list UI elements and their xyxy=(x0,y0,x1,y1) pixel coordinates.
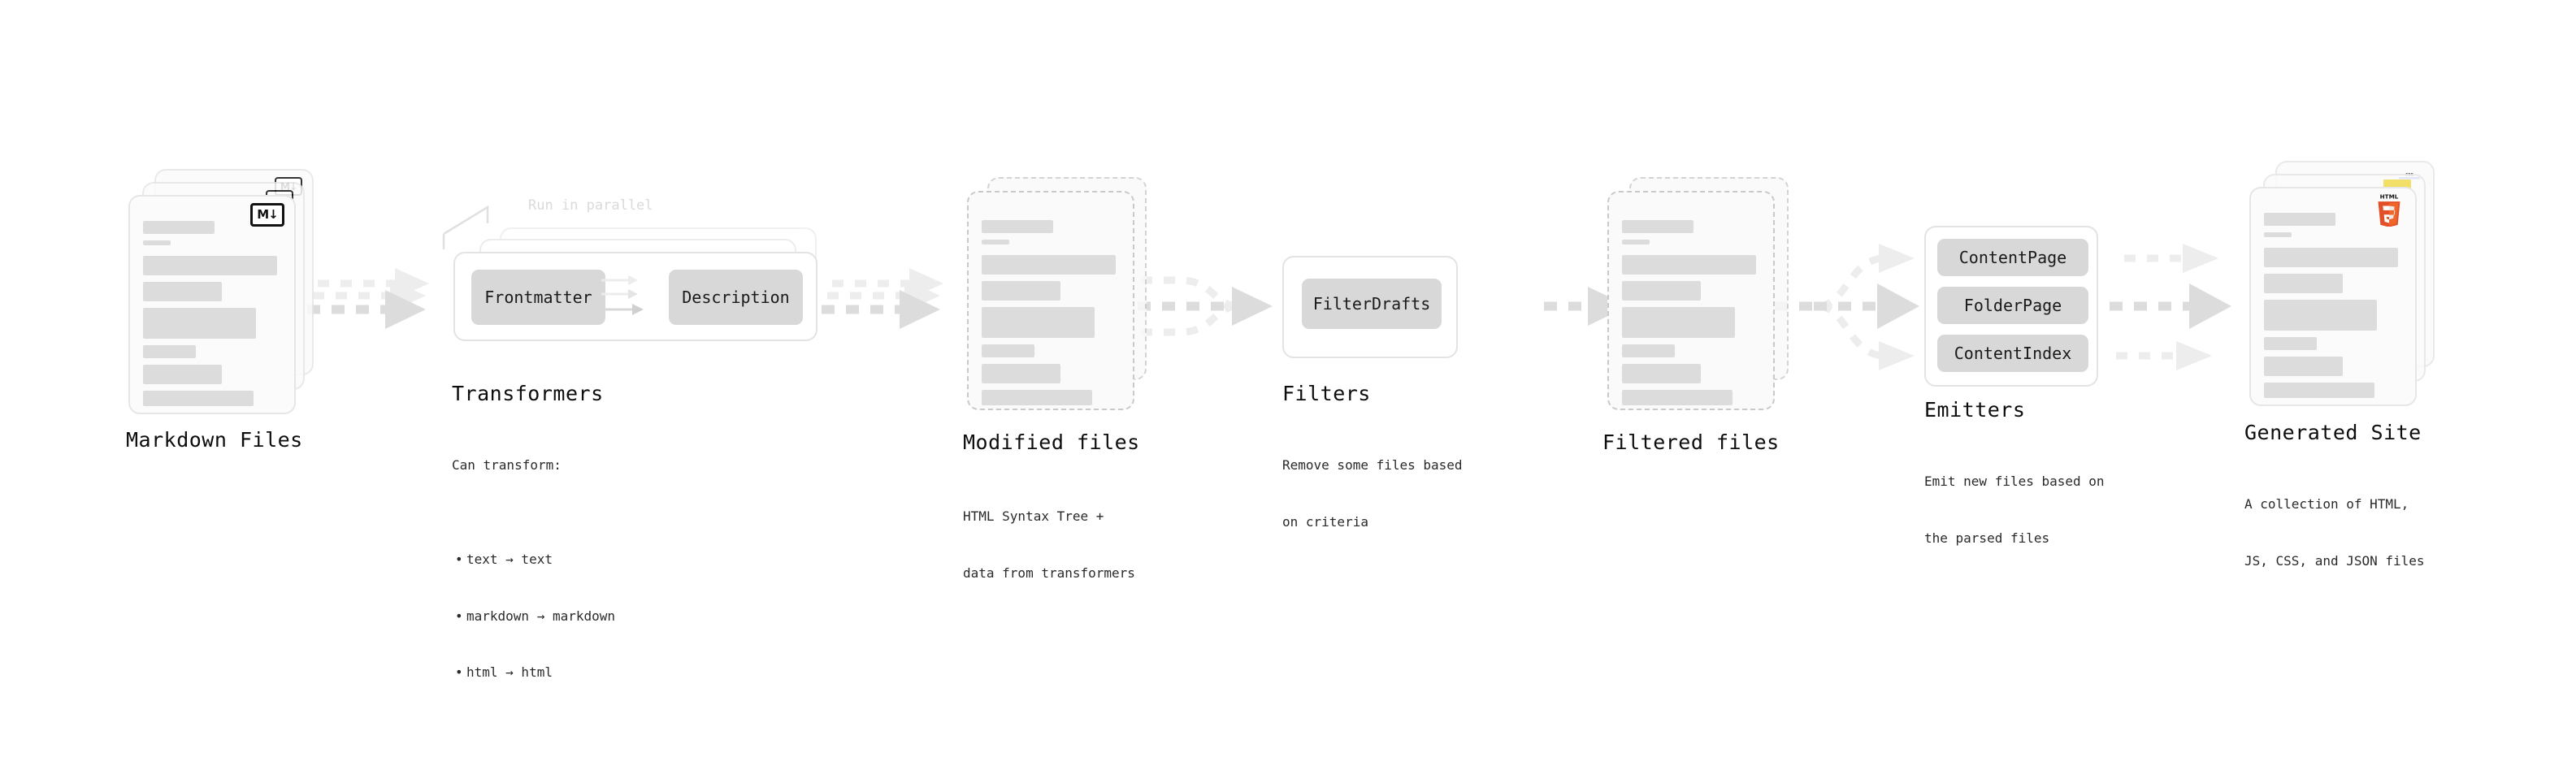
placeholder-title xyxy=(982,220,1054,233)
filtered-card-front[interactable] xyxy=(1607,191,1775,410)
stage-subtitle-filters: Remove some files based on criteria xyxy=(1282,418,1463,569)
subtitle-line: on criteria xyxy=(1282,513,1368,530)
placeholder-line xyxy=(2264,383,2374,398)
placeholder-line xyxy=(143,308,257,339)
filters-box[interactable]: FilterDrafts xyxy=(1282,256,1458,358)
modified-card-content xyxy=(982,220,1120,412)
placeholder-line xyxy=(143,365,222,384)
placeholder-subtitle xyxy=(982,240,1009,244)
site-card-front[interactable]: HTML xyxy=(2249,187,2417,406)
placeholder-line xyxy=(982,344,1034,357)
markdown-card-content xyxy=(143,221,281,413)
html5-icon: HTML xyxy=(2374,192,2404,227)
placeholder-line xyxy=(1622,344,1675,357)
subtitle-line: JS, CSS, and JSON files xyxy=(2244,552,2425,569)
transform-list: text → text markdown → markdown html → h… xyxy=(452,513,615,720)
stage-title-generated-site: Generated Site xyxy=(2244,421,2422,444)
arrow-markdown-to-transformers xyxy=(307,268,429,329)
pipeline-diagram: .ln{stroke:#dcdcdc;stroke-width:11;fill:… xyxy=(0,0,2576,681)
emitters-box[interactable]: ContentPage FolderPage ContentIndex xyxy=(1924,226,2098,387)
callout-run-in-parallel: Run in parallel xyxy=(528,197,653,214)
markdown-icon: M↓ xyxy=(250,203,284,227)
arrow-transformers-to-modified xyxy=(822,268,943,329)
subtitle-line: HTML Syntax Tree + xyxy=(963,508,1104,525)
stage-title-filtered-files: Filtered files xyxy=(1602,430,1780,454)
stage-title-emitters: Emitters xyxy=(1924,398,2026,422)
subtitle-line: data from transformers xyxy=(963,565,1135,581)
placeholder-subtitle xyxy=(1622,240,1650,244)
placeholder-line xyxy=(1622,255,1756,275)
arrow-filtered-to-emitters xyxy=(1775,244,1919,370)
callout-leader-line xyxy=(442,205,489,249)
placeholder-line xyxy=(982,255,1116,275)
placeholder-title xyxy=(143,221,215,234)
chip-folderpage[interactable]: FolderPage xyxy=(1937,287,2088,324)
stage-title-transformers: Transformers xyxy=(452,382,604,405)
transform-item: html → html xyxy=(455,663,615,681)
placeholder-line xyxy=(982,307,1095,338)
placeholder-subtitle xyxy=(2264,232,2292,237)
chip-filterdrafts[interactable]: FilterDrafts xyxy=(1302,279,1442,329)
site-card-content xyxy=(2264,213,2402,404)
placeholder-line xyxy=(1622,390,1733,405)
placeholder-title xyxy=(2264,213,2336,226)
inner-arrows-transformers xyxy=(601,275,644,315)
placeholder-line xyxy=(1622,281,1701,301)
stage-subtitle-generated-site: A collection of HTML, JS, CSS, and JSON … xyxy=(2244,457,2425,608)
placeholder-line xyxy=(143,391,254,406)
subtitle-line: A collection of HTML, xyxy=(2244,496,2409,513)
stage-title-modified-files: Modified files xyxy=(963,430,1140,454)
subtitle-line: the parsed files xyxy=(1924,530,2050,546)
chip-contentindex[interactable]: ContentIndex xyxy=(1937,335,2088,372)
stage-subtitle-emitters: Emit new files based on the parsed files xyxy=(1924,435,2105,586)
placeholder-line xyxy=(1622,364,1701,383)
chip-contentpage[interactable]: ContentPage xyxy=(1937,239,2088,276)
placeholder-subtitle xyxy=(143,240,171,245)
placeholder-line xyxy=(2264,300,2378,331)
placeholder-line xyxy=(143,345,196,358)
placeholder-line xyxy=(2264,248,2398,267)
transform-item: text → text xyxy=(455,550,615,569)
arrow-emitters-to-site xyxy=(2110,244,2231,370)
filtered-card-content xyxy=(1622,220,1760,412)
placeholder-title xyxy=(1622,220,1694,233)
chip-frontmatter[interactable]: Frontmatter xyxy=(471,270,605,325)
subtitle-line: Emit new files based on xyxy=(1924,474,2105,490)
placeholder-line xyxy=(2264,357,2343,376)
stage-subtitle-transformers: Can transform: text → text markdown → ma… xyxy=(452,418,615,757)
stage-title-markdown-files: Markdown Files xyxy=(126,428,303,452)
placeholder-line xyxy=(982,364,1060,383)
placeholder-line xyxy=(1622,307,1736,338)
html5-wordmark: HTML xyxy=(2380,193,2399,201)
placeholder-line xyxy=(2264,337,2317,350)
placeholder-line xyxy=(982,281,1060,301)
stage-title-filters: Filters xyxy=(1282,382,1371,405)
stage-subtitle-modified-files: HTML Syntax Tree + data from transformer… xyxy=(963,469,1135,621)
placeholder-line xyxy=(2264,274,2343,293)
placeholder-line xyxy=(982,390,1092,405)
subtitle-line: Remove some files based xyxy=(1282,457,1463,474)
placeholder-line xyxy=(143,282,222,301)
transform-intro: Can transform: xyxy=(452,457,562,474)
chip-description[interactable]: Description xyxy=(669,270,803,325)
transformer-box-front[interactable]: Frontmatter Description xyxy=(453,252,817,341)
transform-item: markdown → markdown xyxy=(455,607,615,625)
arrow-modified-to-filters xyxy=(1138,276,1273,336)
modified-card-front[interactable] xyxy=(967,191,1134,410)
placeholder-line xyxy=(143,256,277,275)
markdown-card-front[interactable]: M↓ xyxy=(128,195,296,414)
